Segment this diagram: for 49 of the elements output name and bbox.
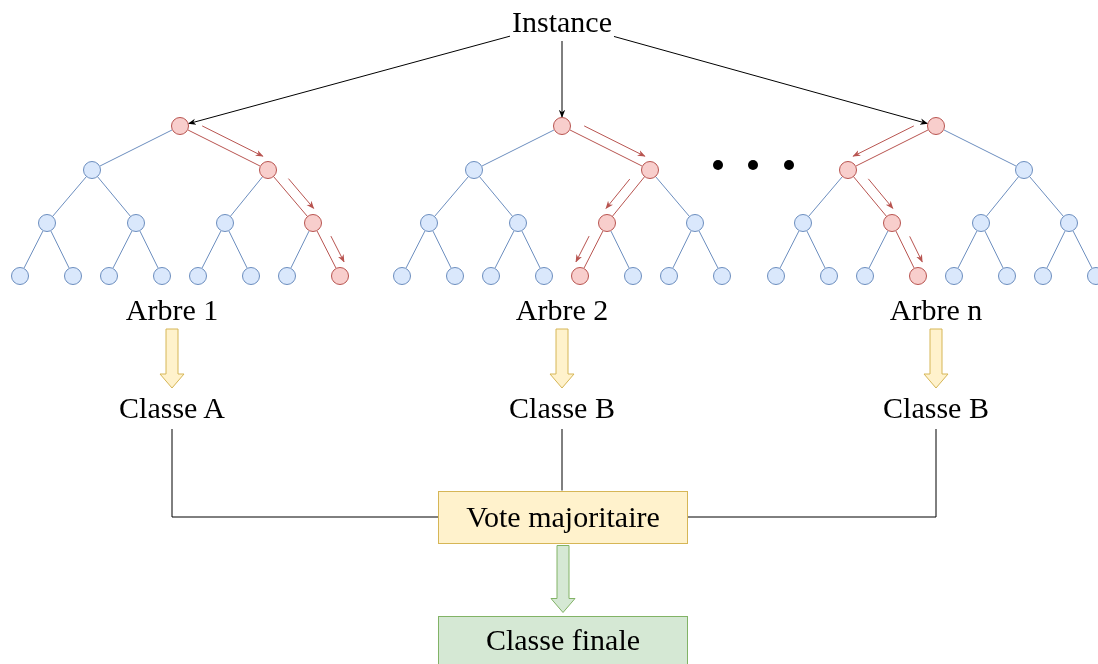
tree-branch bbox=[50, 230, 70, 269]
arrow bbox=[613, 35, 929, 125]
tree-branch bbox=[855, 129, 929, 167]
tree-branch bbox=[432, 230, 452, 269]
tree-branch bbox=[583, 230, 604, 269]
tree-branch bbox=[99, 129, 173, 167]
tree-branch bbox=[112, 230, 133, 269]
tree-branch bbox=[405, 230, 426, 269]
arrow bbox=[187, 35, 511, 125]
process-box: Classe finale bbox=[438, 615, 688, 664]
node-label: Classe B bbox=[509, 391, 615, 425]
process-box: Vote majoritaire bbox=[438, 490, 688, 544]
tree-branch bbox=[187, 129, 261, 167]
tree-branch bbox=[316, 230, 337, 269]
connector-line bbox=[561, 428, 563, 491]
tree-branch bbox=[610, 230, 630, 269]
tree-branch bbox=[1046, 230, 1066, 269]
tree-branch bbox=[139, 230, 159, 269]
node-label: Classe A bbox=[119, 391, 225, 425]
block-arrow bbox=[549, 328, 575, 389]
tree-branch bbox=[23, 230, 44, 269]
tree-branch bbox=[779, 230, 800, 269]
arrow bbox=[558, 40, 566, 118]
block-arrow bbox=[159, 328, 185, 389]
block-arrow bbox=[550, 545, 576, 613]
node-label: Classe B bbox=[883, 391, 989, 425]
tree-branch bbox=[895, 230, 915, 269]
tree-branch bbox=[943, 129, 1017, 167]
node-label: Arbre 1 bbox=[125, 293, 219, 327]
tree-branch bbox=[698, 230, 719, 269]
block-arrow bbox=[923, 328, 949, 389]
tree-branch bbox=[228, 230, 248, 269]
tree-branch bbox=[868, 230, 889, 269]
node-label: Arbre n bbox=[889, 293, 983, 327]
tree-branch bbox=[1072, 230, 1093, 269]
connector-line bbox=[171, 428, 439, 518]
tree-branch bbox=[957, 230, 978, 269]
tree-branch bbox=[290, 230, 310, 269]
node-label: Arbre 2 bbox=[515, 293, 609, 327]
tree-branch bbox=[494, 230, 515, 269]
node-label: Instance bbox=[512, 5, 612, 39]
tree-branch bbox=[521, 230, 541, 269]
tree-branch bbox=[806, 230, 826, 269]
tree-branch bbox=[481, 129, 555, 167]
tree-branch bbox=[984, 230, 1004, 269]
tree-branch bbox=[672, 230, 692, 269]
tree-branch bbox=[201, 230, 222, 269]
tree-branch bbox=[569, 129, 643, 167]
connector-line bbox=[687, 428, 937, 518]
